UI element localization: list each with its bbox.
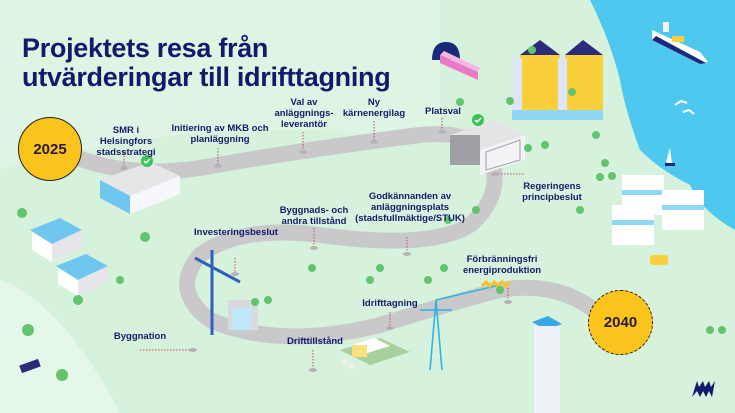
milestone-combustion-free-energy: Förbränningsfri energiproduktion <box>462 254 542 276</box>
milestone-operating-license: Drifttillstånd <box>287 336 343 347</box>
bird-icon <box>674 99 688 106</box>
reactor-facility <box>340 338 410 369</box>
page-title: Projektets resa från utvärderingar till … <box>22 33 391 92</box>
milestone-government-decision: Regeringens principbeslut <box>522 181 582 203</box>
ship-icon <box>652 22 708 64</box>
check-circle-icon <box>141 114 484 167</box>
apartment-buildings <box>512 40 603 120</box>
milestone-construction: Byggnation <box>113 331 167 342</box>
milestone-nuclear-law: Ny kärnenergilag <box>342 97 406 119</box>
start-year: 2025 <box>33 140 67 158</box>
milestone-building-permits: Byggnads- och andra tillstånd <box>279 205 349 227</box>
site-building <box>450 120 525 175</box>
tower-house <box>532 316 562 413</box>
milestone-site-selection: Platsval <box>425 106 461 117</box>
apartment-blocks <box>612 175 704 265</box>
crane-icon <box>194 250 241 335</box>
milestone-site-approvals: Godkännanden av anläggningsplats (stadsf… <box>355 191 465 224</box>
milestone-mkb-planning: Initiering av MKB och planläggning <box>171 123 269 145</box>
houses <box>30 218 108 296</box>
milestone-vendor-selection: Val av anläggnings- leverantör <box>274 97 334 130</box>
milestone-smr-strategy: SMR i Helsingfors stadsstrategi <box>96 125 156 158</box>
end-year-badge: 2040 <box>588 290 653 355</box>
milestone-markers <box>123 118 525 368</box>
brand-zigzag-logo-icon <box>692 381 715 397</box>
energy-wave-icon <box>480 279 512 289</box>
sailboat-icon <box>666 148 672 164</box>
power-tower-icon <box>420 284 501 371</box>
city-hall-building <box>100 162 180 214</box>
tram-icon <box>432 42 480 80</box>
start-year-badge: 2025 <box>18 117 82 181</box>
milestone-commissioning: Idrifttagning <box>362 298 418 309</box>
end-year: 2040 <box>603 314 638 331</box>
bench-icon <box>19 358 41 374</box>
milestone-investment-decision: Investeringsbeslut <box>194 227 278 238</box>
